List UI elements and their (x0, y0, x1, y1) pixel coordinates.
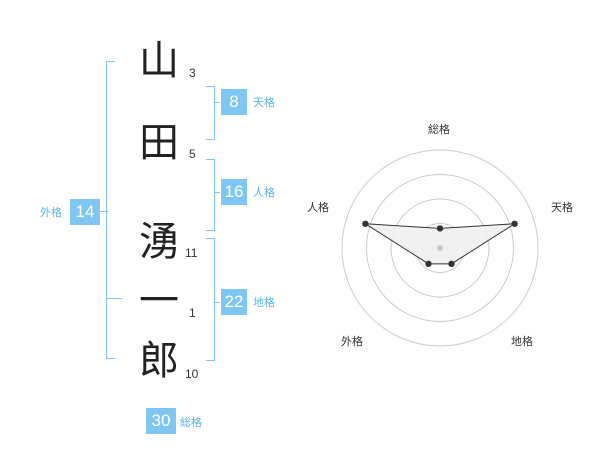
chikaku-bracket (206, 238, 215, 361)
name-char-5: 郎 (139, 338, 179, 384)
soukaku-label: 総格 (180, 416, 202, 429)
radar-point-3 (448, 260, 455, 268)
radar-grid-ring-4 (341, 149, 539, 347)
radar-point-4 (425, 260, 432, 268)
jinkaku-bracket (206, 159, 215, 231)
tenkaku-value: 8 (221, 89, 247, 115)
radar-axis-label-tenkaku: 天格 (551, 201, 573, 214)
radar-grid-ring-2 (390, 198, 490, 298)
jinkaku-value: 16 (221, 179, 247, 205)
tenkaku-bracket (206, 86, 215, 140)
chikaku-value: 22 (221, 289, 247, 315)
gaikaku-value: 14 (70, 199, 100, 225)
stroke-count-4: 1 (189, 306, 196, 320)
chikaku-connector (214, 302, 220, 303)
stroke-count-5: 10 (185, 367, 199, 381)
radar-center-point (437, 245, 443, 251)
gaikaku-bracket-divider (106, 298, 122, 299)
jinkaku-connector (214, 192, 220, 193)
radar-series-area (365, 223, 515, 265)
name-char-3: 湧 (139, 219, 179, 265)
name-char-1: 山 (139, 38, 179, 84)
chikaku-label: 地格 (253, 296, 275, 309)
jinkaku-label: 人格 (253, 186, 275, 199)
radar-axis-label-chikaku: 地格 (511, 335, 533, 348)
stroke-count-3: 11 (185, 246, 198, 260)
gaikaku-bracket (106, 61, 115, 359)
radar-grid-ring-3 (366, 174, 514, 322)
name-char-2: 田 (139, 120, 179, 166)
stroke-count-2: 5 (189, 147, 196, 161)
radar-point-1 (436, 225, 444, 232)
tenkaku-label: 天格 (253, 96, 275, 109)
radar-axis-label-jinkaku: 人格 (307, 201, 329, 214)
gaikaku-label: 外格 (40, 206, 62, 219)
radar-axis-label-soukaku: 総格 (428, 123, 450, 136)
radar-point-2 (511, 220, 518, 227)
radar-axis-label-gaikaku: 外格 (341, 335, 363, 348)
radar-point-5 (362, 220, 369, 227)
gaikaku-bracket-connector (100, 211, 108, 212)
stroke-count-1: 3 (189, 66, 196, 80)
radar-grid-ring-1 (415, 223, 465, 273)
name-char-4: 一 (139, 278, 179, 324)
soukaku-value: 30 (146, 408, 176, 434)
tenkaku-connector (214, 102, 220, 103)
